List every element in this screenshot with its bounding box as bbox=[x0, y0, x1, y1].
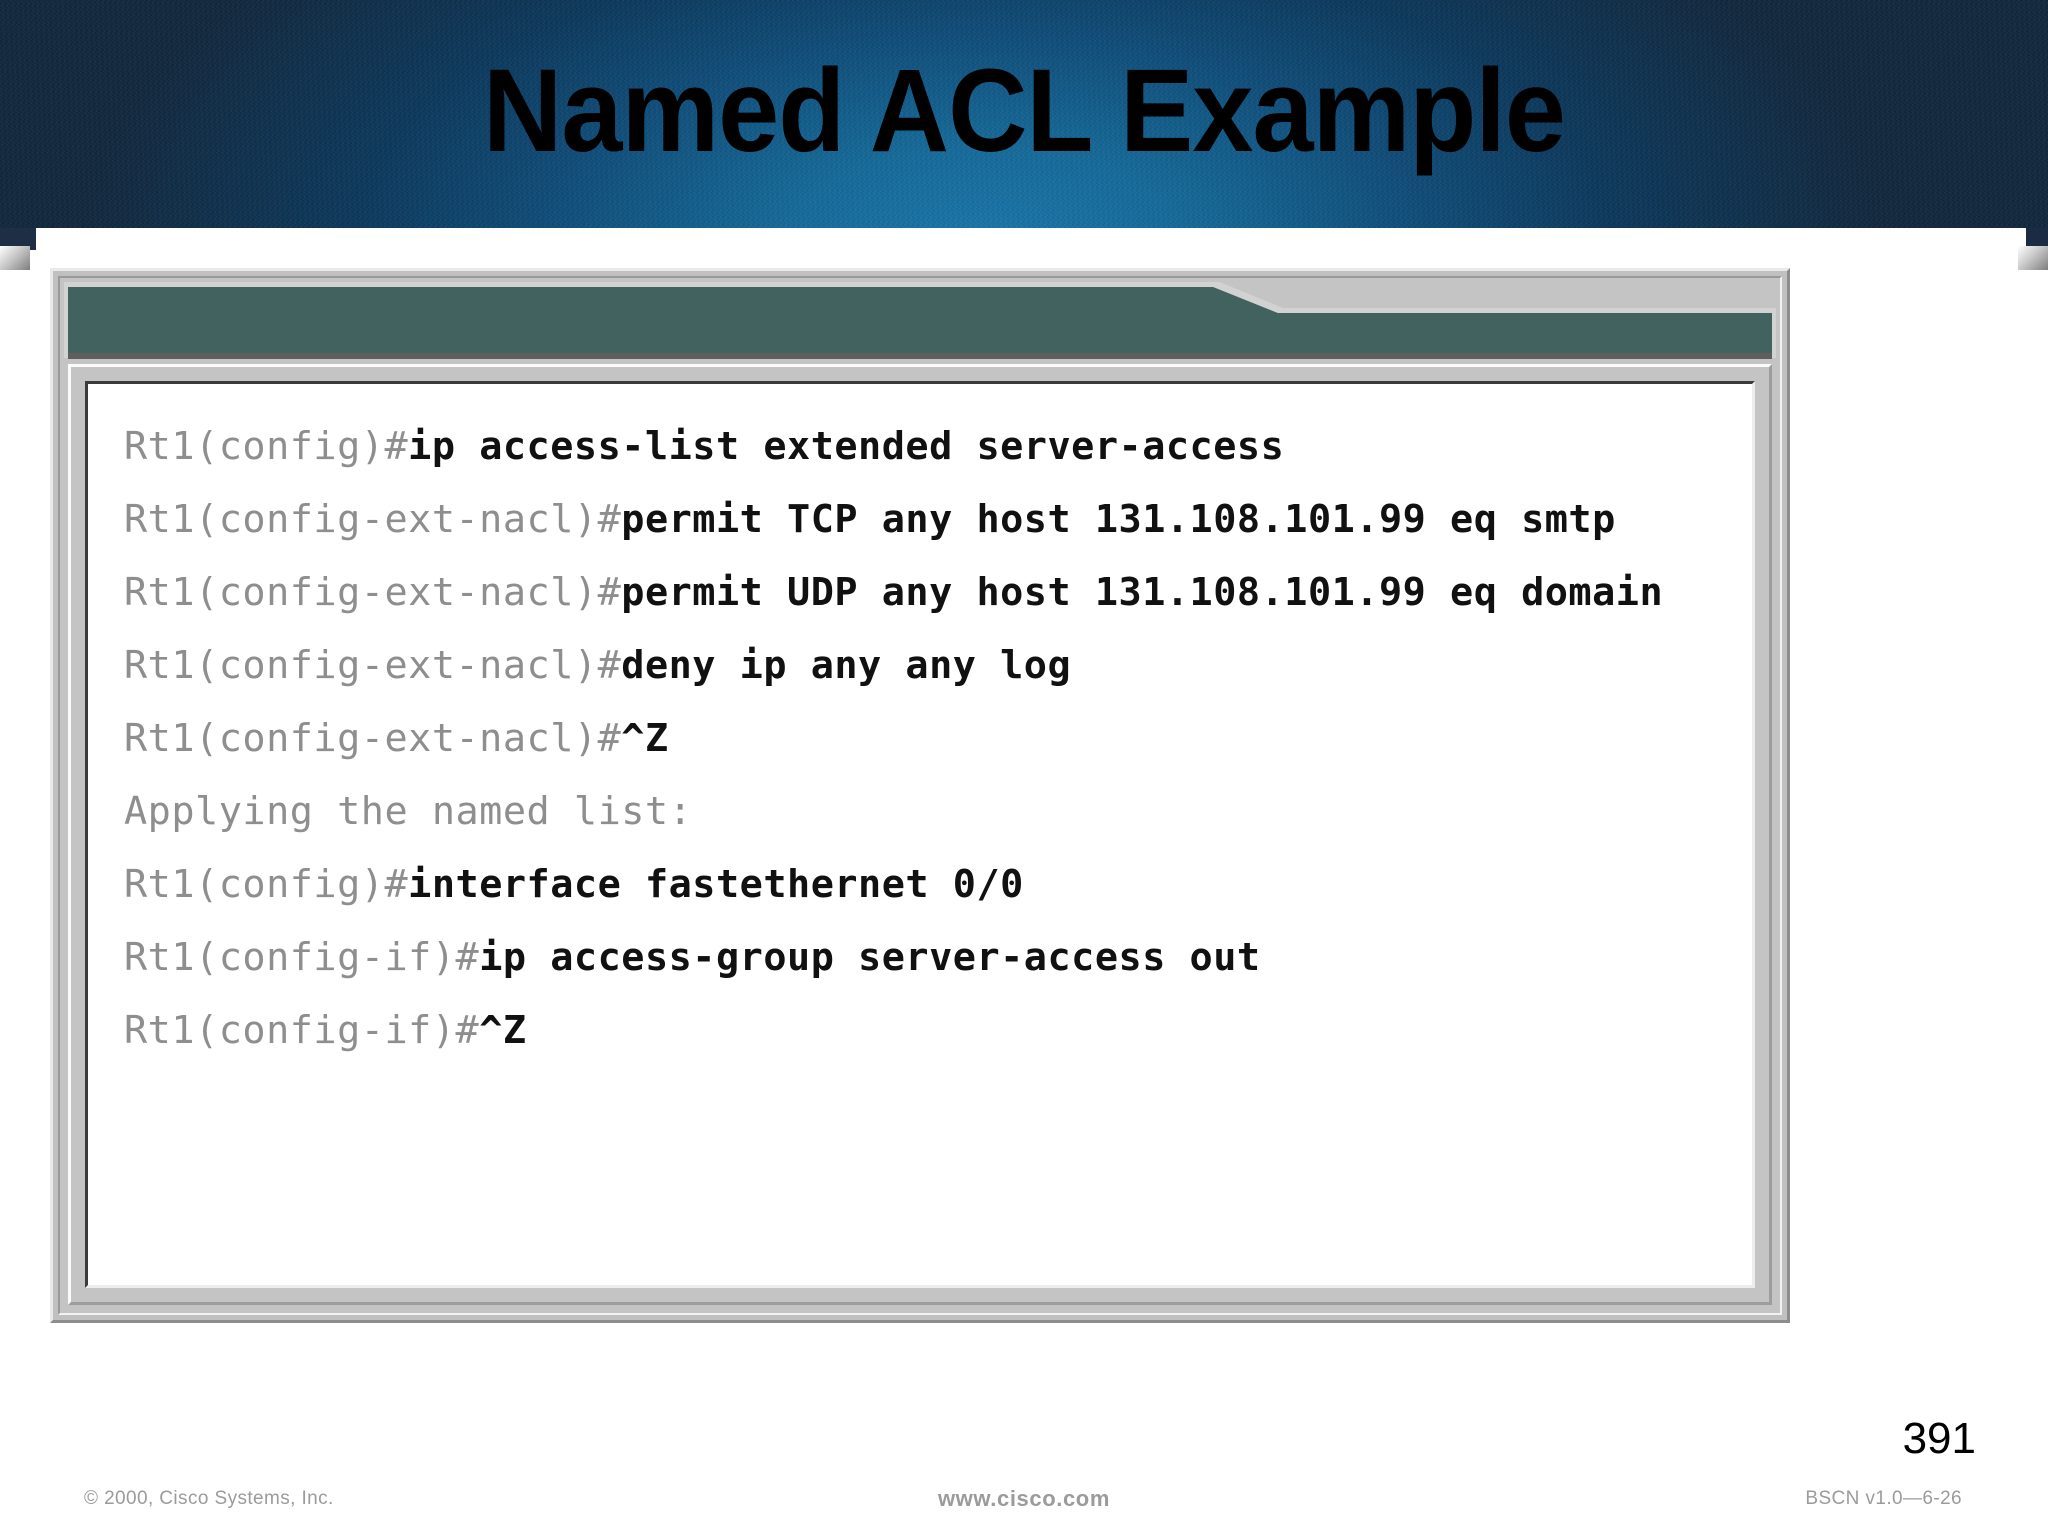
console-command: deny ip any any log bbox=[621, 643, 1072, 688]
console-prompt: Rt1(config)# bbox=[124, 424, 409, 469]
console-code-mat: Rt1(config)#ip access-list extended serv… bbox=[68, 364, 1772, 1305]
header-underband bbox=[36, 228, 2026, 250]
console-line: Rt1(config-ext-nacl)#^Z bbox=[124, 702, 1730, 775]
console-titlebar-wrap bbox=[64, 282, 1776, 359]
console-line: Rt1(config-if)#ip access-group server-ac… bbox=[124, 921, 1730, 994]
console-line: Rt1(config)#interface fastethernet 0/0 bbox=[124, 848, 1730, 921]
corner-bevel-right-icon bbox=[2018, 246, 2048, 270]
console-prompt: Rt1(config-ext-nacl)# bbox=[124, 716, 622, 761]
console-line: Rt1(config-if)#^Z bbox=[124, 994, 1730, 1067]
slide-footer: © 2000, Cisco Systems, Inc. www.cisco.co… bbox=[0, 1486, 2048, 1528]
console-line: Rt1(config-ext-nacl)#deny ip any any log bbox=[124, 629, 1730, 702]
footer-course-code: BSCN v1.0—6-26 bbox=[1805, 1488, 1962, 1509]
console-command: ip access-group server-access out bbox=[479, 935, 1261, 980]
console-command: interface fastethernet 0/0 bbox=[408, 862, 1024, 907]
console-line-list: Rt1(config)#ip access-list extended serv… bbox=[124, 410, 1730, 1067]
header-notch-left bbox=[0, 228, 36, 250]
console-command: ip access-list extended server-access bbox=[408, 424, 1285, 469]
console-prompt: Rt1(config-if)# bbox=[124, 935, 480, 980]
console-command: ^Z bbox=[621, 716, 669, 761]
page-number: 391 bbox=[1902, 1414, 1976, 1463]
footer-website: www.cisco.com bbox=[937, 1486, 1111, 1511]
console-prompt: Rt1(config-ext-nacl)# bbox=[124, 497, 622, 542]
console-command: permit UDP any host 131.108.101.99 eq do… bbox=[621, 570, 1664, 615]
console-command: permit TCP any host 131.108.101.99 eq sm… bbox=[621, 497, 1616, 542]
page-title: Named ACL Example bbox=[483, 45, 1566, 177]
console-line: Rt1(config-ext-nacl)#permit TCP any host… bbox=[124, 483, 1730, 556]
console-command: ^Z bbox=[479, 1008, 527, 1053]
header-notch-right bbox=[2026, 228, 2048, 250]
console-line: Applying the named list: bbox=[124, 775, 1730, 848]
console-panel: Rt1(config)#ip access-list extended serv… bbox=[50, 268, 1790, 1323]
console-line: Rt1(config-ext-nacl)#permit UDP any host… bbox=[124, 556, 1730, 629]
console-prompt: Rt1(config)# bbox=[124, 862, 409, 907]
console-line: Rt1(config)#ip access-list extended serv… bbox=[124, 410, 1730, 483]
console-output-area: Rt1(config)#ip access-list extended serv… bbox=[85, 381, 1755, 1288]
footer-copyright: © 2000, Cisco Systems, Inc. bbox=[84, 1488, 334, 1509]
console-prompt: Rt1(config-if)# bbox=[124, 1008, 480, 1053]
console-titlebar bbox=[68, 287, 1772, 353]
console-prompt: Rt1(config-ext-nacl)# bbox=[124, 570, 622, 615]
corner-bevel-left-icon bbox=[0, 246, 30, 270]
console-panel-inner: Rt1(config)#ip access-list extended serv… bbox=[58, 276, 1782, 1315]
slide-header-banner: Named ACL Example bbox=[0, 0, 2048, 238]
console-prompt: Rt1(config-ext-nacl)# bbox=[124, 643, 622, 688]
console-titlebar-shadow bbox=[68, 353, 1772, 359]
console-note-text: Applying the named list: bbox=[124, 789, 693, 834]
